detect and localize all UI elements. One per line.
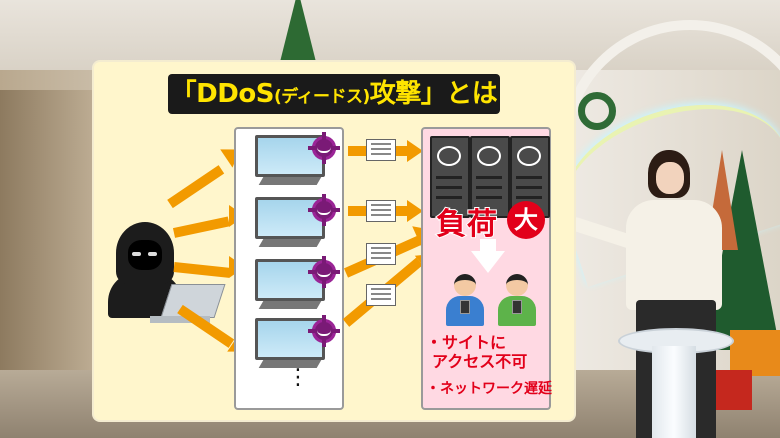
server-icon	[430, 136, 470, 218]
load-label: 負荷	[435, 206, 498, 243]
down-arrow-icon	[471, 239, 505, 273]
computer-icon	[255, 318, 325, 368]
server-icon	[470, 136, 510, 218]
more-indicator: ⋮	[287, 365, 309, 390]
phone-icon	[460, 300, 470, 314]
symptom-line: アクセス不可	[432, 352, 528, 371]
title-reading: (ディードス)	[273, 87, 370, 107]
virus-icon	[308, 315, 340, 347]
gift-box-icon	[730, 330, 780, 376]
document-icon	[366, 284, 396, 306]
hacker-eye	[132, 252, 141, 256]
user-head	[454, 274, 476, 296]
phone-icon	[512, 300, 522, 314]
presenter-face	[656, 162, 684, 194]
virus-icon	[308, 194, 340, 226]
virus-icon	[308, 132, 340, 164]
title-main: 「DDoS	[170, 79, 275, 109]
computer-icon	[255, 135, 325, 185]
arrow-head	[407, 140, 423, 162]
symptom-line: ・サイトに	[426, 333, 507, 352]
user-icon	[444, 274, 484, 326]
load-badge: 大	[507, 201, 545, 239]
document-icon	[366, 139, 396, 161]
virus-icon	[308, 256, 340, 288]
panel-title: 「DDoS(ディードス)攻撃」とは	[168, 74, 500, 114]
symptom-line: ・ネットワーク遅延	[426, 381, 552, 397]
gift-box-icon	[712, 370, 752, 410]
hacker-icon	[108, 222, 182, 318]
laptop-icon	[150, 284, 226, 324]
document-icon	[366, 200, 396, 222]
computer-icon	[255, 197, 325, 247]
symptom-latency: ・ネットワーク遅延	[426, 380, 552, 399]
laptop-keyboard	[150, 316, 210, 323]
presenter-blouse	[626, 200, 722, 310]
user-icon	[496, 274, 536, 326]
user-head	[506, 274, 528, 296]
title-tail: 攻撃」とは	[369, 79, 498, 109]
wreath-icon	[578, 92, 616, 130]
symptom-access: ・サイトに アクセス不可	[426, 333, 527, 371]
affected-users	[440, 274, 540, 326]
podium	[618, 328, 734, 438]
podium-stem	[652, 346, 696, 438]
computer-icon	[255, 259, 325, 309]
document-icon	[366, 243, 396, 265]
arrow-head	[407, 200, 423, 222]
hacker-eye	[148, 252, 157, 256]
